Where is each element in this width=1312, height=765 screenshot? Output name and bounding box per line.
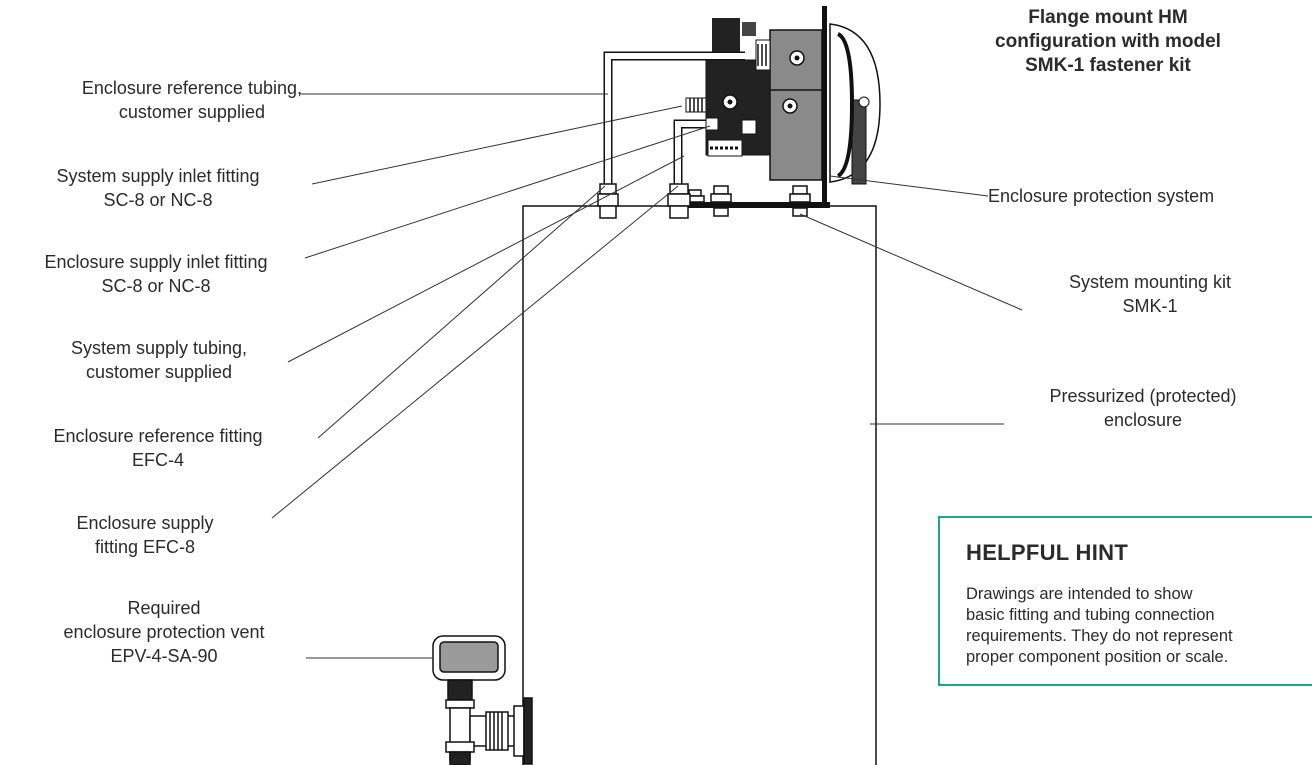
label-protection-system: Enclosure protection system [988, 186, 1215, 206]
mounting-bolt [710, 185, 732, 217]
mounting-bolt [789, 185, 811, 217]
label-reference-tubing: Enclosure reference tubing,customer supp… [81, 78, 302, 122]
pressurized-enclosure [522, 205, 877, 765]
mounting-plate [672, 202, 830, 208]
enclosure-protection-vent [432, 635, 533, 765]
leader-lines [271, 93, 1023, 659]
label-pressurized-enclosure: Pressurized (protected)enclosure [1049, 386, 1237, 430]
helpful-hint-box: HELPFUL HINT Drawings are intended to sh… [938, 516, 1312, 686]
valve-body [705, 59, 771, 156]
enclosure-supply-fitting [667, 183, 691, 219]
mounting-post [822, 6, 827, 202]
label-system-supply-tubing: System supply tubing,customer supplied [70, 338, 248, 382]
enclosure-reference-fitting [597, 183, 619, 219]
hint-title: HELPFUL HINT [966, 540, 1129, 565]
